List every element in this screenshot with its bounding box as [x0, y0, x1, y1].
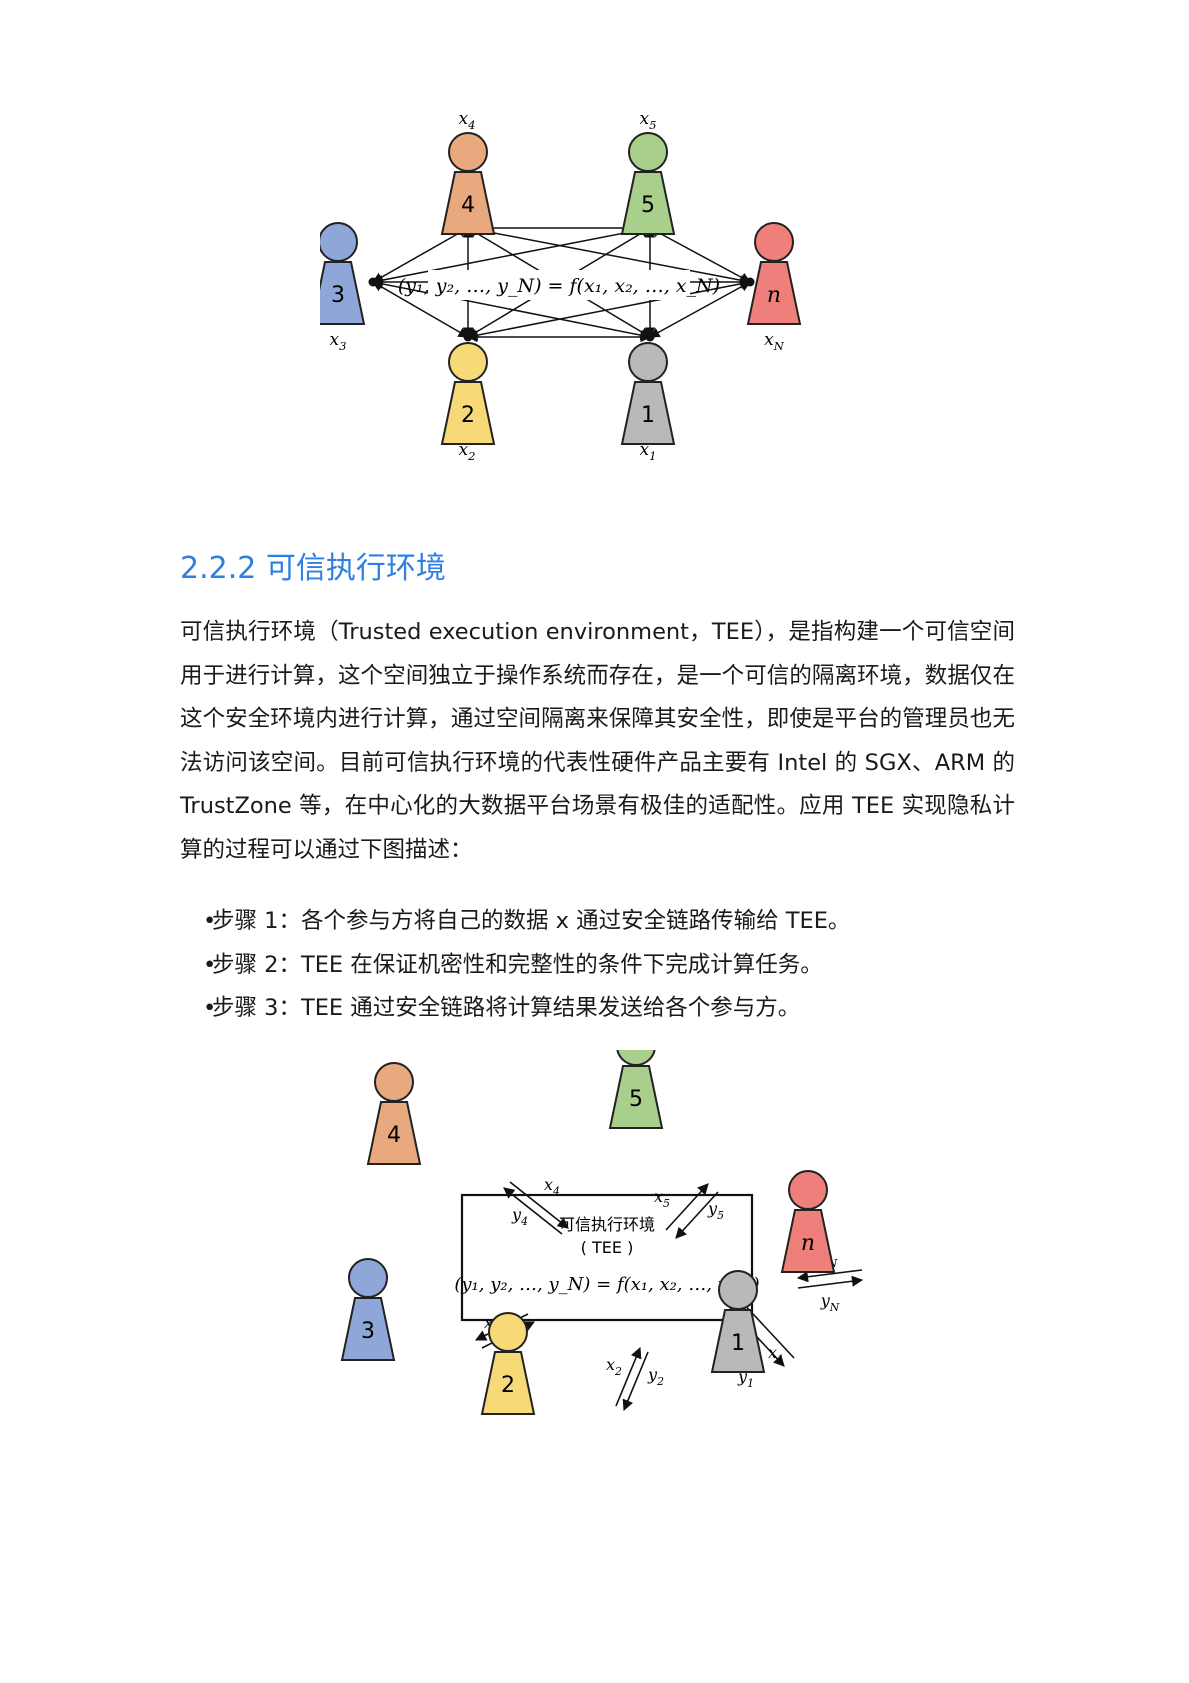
- tee-box-subtitle: ( TEE ): [581, 1238, 634, 1257]
- tee-box: [460, 1193, 754, 1322]
- tee-formula: (y₁, y₂, …, y_N) = f(x₁, x₂, …, x_N): [454, 1274, 759, 1295]
- tee-diagram: 可信执行环境 ( TEE ) (y₁, y₂, …, y_N) = f(x₁, …: [340, 1050, 864, 1415]
- participant-body: [480, 1351, 536, 1415]
- step-text: 步骤 3：TEE 通过安全链路将计算结果发送给各个参与方。: [212, 995, 801, 1021]
- output-arrow-label: y1: [737, 1367, 754, 1390]
- participant-head: [374, 1062, 414, 1102]
- participant-label: 3: [361, 1319, 375, 1344]
- participant-input-label: xN: [764, 330, 785, 353]
- mpc-formula: (y₁, y₂, …, y_N) = f(x₁, x₂, …, x_N): [398, 275, 720, 297]
- participant-label: 1: [641, 403, 655, 428]
- output-arrow-label: y4: [511, 1205, 528, 1228]
- participant-head: [488, 1312, 528, 1352]
- participant-3: 3: [340, 1258, 396, 1361]
- network-edge: [372, 281, 469, 338]
- participant-head: [448, 132, 488, 172]
- participant-input-label: x2: [459, 440, 476, 463]
- participant-label: 2: [501, 1373, 515, 1398]
- participant-2: 2: [480, 1312, 536, 1415]
- participant-label: 1: [731, 1331, 745, 1356]
- participant-5: 5: [620, 132, 676, 235]
- participant-body: [780, 1209, 836, 1273]
- bullet-icon: •: [203, 951, 217, 978]
- participant-head: [448, 342, 488, 382]
- input-arrow: [509, 1181, 569, 1229]
- section-heading: 2.2.2 可信执行环境: [180, 551, 446, 586]
- edge-endpoint: [745, 277, 755, 287]
- participant-body: [320, 261, 366, 325]
- output-arrow: [622, 1351, 649, 1412]
- participant-head: [320, 222, 358, 262]
- bullet-icon: •: [203, 908, 217, 934]
- list-item: •步骤 3：TEE 通过安全链路将计算结果发送给各个参与方。: [203, 987, 850, 1031]
- participant-input-label: x3: [330, 330, 347, 353]
- participant-body: [620, 381, 676, 445]
- input-arrow: [615, 1346, 642, 1407]
- output-arrow: [503, 1187, 563, 1235]
- tee-box-title: 可信执行环境: [559, 1215, 655, 1234]
- participant-input-label: x1: [640, 440, 657, 463]
- edge-endpoint: [645, 332, 655, 342]
- participant-body: [608, 1065, 664, 1129]
- participant-label: 2: [461, 403, 475, 428]
- participant-label: n: [767, 283, 781, 308]
- participant-body: [440, 381, 496, 445]
- input-arrow: [665, 1183, 709, 1231]
- participant-n: n: [746, 222, 802, 325]
- participant-head: [628, 342, 668, 382]
- step-text: 步骤 2：TEE 在保证机密性和完整性的条件下完成计算任务。: [212, 951, 823, 978]
- input-arrow: [796, 1269, 863, 1283]
- participant-body: [440, 171, 496, 235]
- step-list: •步骤 1：各个参与方将自己的数据 x 通过安全链路传输给 TEE。 •步骤 2…: [203, 900, 851, 1031]
- tee-description: 可信执行环境（Trusted execution environment，TEE…: [180, 619, 1015, 863]
- participant-body: [746, 261, 802, 325]
- participant-body: [366, 1101, 422, 1165]
- edge-endpoint: [463, 332, 473, 342]
- network-edge: [466, 278, 752, 341]
- mpc-network-diagram: (y₁, y₂, …, y_N) = f(x₁, x₂, …, x_N) 4 x4…: [320, 112, 802, 463]
- output-arrow-label: y5: [707, 1199, 724, 1222]
- output-arrow-label: y2: [647, 1365, 664, 1388]
- participant-input-label: x4: [459, 112, 476, 132]
- participant-body: [340, 1297, 396, 1361]
- input-arrow-label: x4: [544, 1175, 560, 1198]
- edge-endpoint: [368, 277, 378, 287]
- participant-label: n: [801, 1231, 815, 1256]
- participant-body: [620, 171, 676, 235]
- participant-head: [788, 1170, 828, 1210]
- participant-body: [710, 1309, 766, 1373]
- participant-3: 3: [320, 222, 366, 325]
- participant-label: 4: [461, 193, 475, 218]
- participant-n: n: [780, 1170, 836, 1273]
- participant-4: 4: [366, 1062, 422, 1165]
- formula-backdrop: [428, 270, 690, 300]
- participant-4: 4: [440, 132, 496, 235]
- output-arrow-label: yN: [820, 1291, 840, 1314]
- participant-input-label: x5: [640, 112, 657, 132]
- participant-5: 5: [608, 1050, 664, 1129]
- participant-label: 4: [387, 1123, 401, 1148]
- input-arrow-label: x2: [606, 1355, 622, 1378]
- list-item: •步骤 1：各个参与方将自己的数据 x 通过安全链路传输给 TEE。: [203, 900, 851, 944]
- participant-1: 1: [710, 1270, 766, 1373]
- participant-label: 3: [331, 283, 345, 308]
- step-text: 步骤 1：各个参与方将自己的数据 x 通过安全链路传输给 TEE。: [212, 908, 851, 934]
- output-arrow: [797, 1275, 864, 1289]
- participant-label: 5: [641, 193, 655, 218]
- input-arrow-label: x5: [654, 1187, 670, 1210]
- participant-2: 2: [440, 342, 496, 445]
- participant-head: [616, 1050, 656, 1066]
- participant-head: [754, 222, 794, 262]
- participant-label: 5: [629, 1087, 643, 1112]
- network-edge: [649, 227, 751, 283]
- participant-head: [718, 1270, 758, 1310]
- bullet-icon: •: [203, 995, 217, 1021]
- list-item: •步骤 2：TEE 在保证机密性和完整性的条件下完成计算任务。: [203, 944, 850, 988]
- participant-head: [348, 1258, 388, 1298]
- input-arrow-label: x1: [768, 1343, 784, 1366]
- participant-head: [628, 132, 668, 172]
- output-arrow: [675, 1191, 719, 1239]
- participant-1: 1: [620, 342, 676, 445]
